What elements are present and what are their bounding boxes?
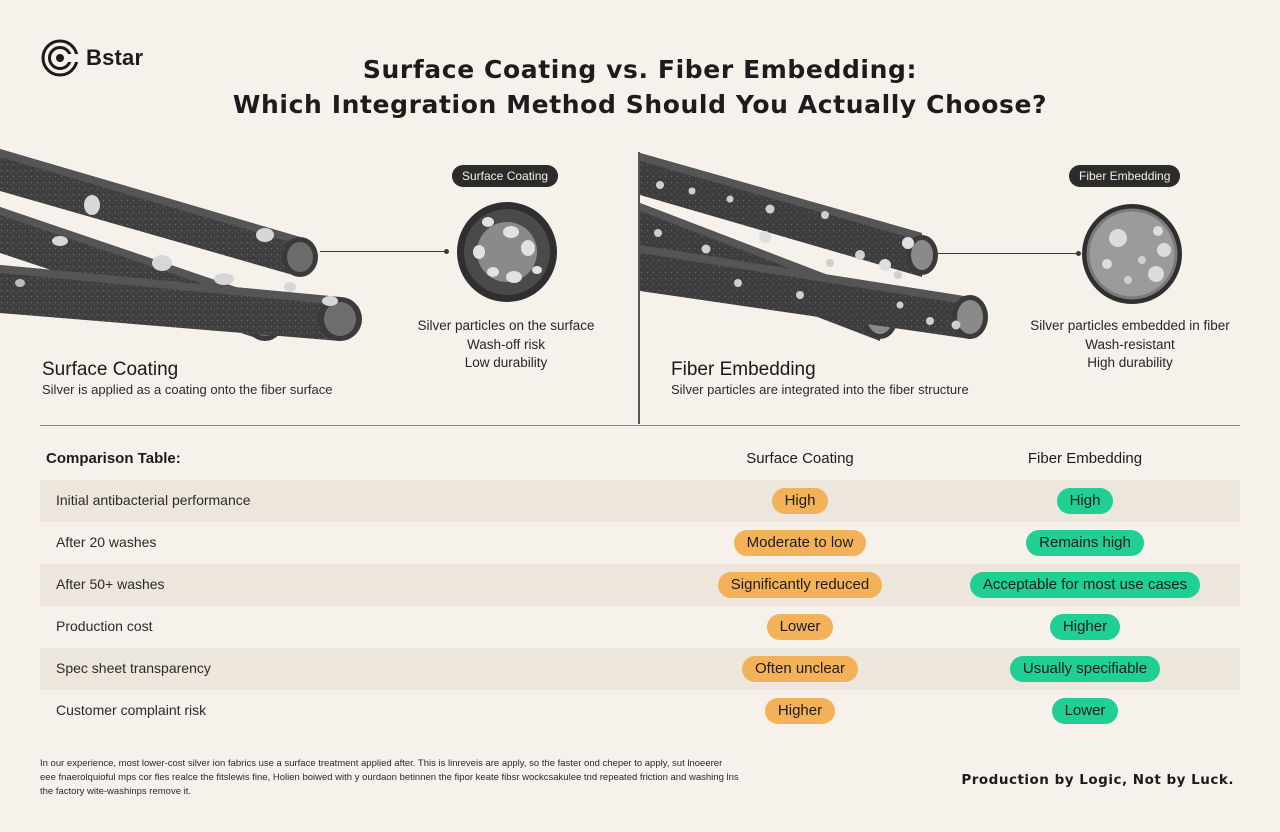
table-row: Initial antibacterial performance High H… <box>40 480 1240 522</box>
row-label: Initial antibacterial performance <box>56 492 251 508</box>
surface-coating-tag: Surface Coating <box>452 165 559 187</box>
surface-subheading: Silver is applied as a coating onto the … <box>42 382 333 397</box>
embedded-subheading: Silver particles are integrated into the… <box>671 382 969 397</box>
embedded-note-2: Wash-resistant <box>1085 336 1175 352</box>
row-label: Production cost <box>56 618 153 634</box>
column-header-embedding: Fiber Embedding <box>1027 450 1143 467</box>
surface-note-1: Silver particles on the surface <box>417 318 595 333</box>
section-divider <box>40 425 1240 426</box>
surface-notes: Silver particles on the surface Wash-off… <box>391 317 621 373</box>
comparison-table: Initial antibacterial performance High H… <box>40 480 1240 732</box>
row-label: Spec sheet transparency <box>56 660 211 676</box>
table-row: Spec sheet transparency Often unclear Us… <box>40 648 1240 690</box>
brand-logo: Bstar <box>40 38 143 78</box>
fiber-embedding-panel: Fiber Embedding Silver particles embedde… <box>640 145 1240 425</box>
embedding-value-badge: Remains high <box>1026 530 1144 556</box>
fiber-embedding-tag: Fiber Embedding <box>1069 165 1181 187</box>
row-label: After 20 washes <box>56 534 157 550</box>
surface-value-badge: High <box>771 488 829 514</box>
embedding-value-badge: High <box>1056 488 1114 514</box>
slogan: Production by Logic, Not by Luck. <box>961 772 1234 788</box>
embedding-value-badge: Usually specifiable <box>1009 656 1161 682</box>
row-label: Customer complaint risk <box>56 702 207 718</box>
page-title: Surface Coating vs. Fiber Embedding: Whi… <box>0 52 1280 122</box>
footer-note: In our experience, most lower-cost silve… <box>40 757 830 799</box>
footer-note-line-1: In our experience, most lower-cost silve… <box>40 758 723 769</box>
table-row: Customer complaint risk Higher Lower <box>40 690 1240 732</box>
column-header-surface: Surface Coating <box>746 450 854 467</box>
embedded-note-3: High durability <box>1087 355 1173 370</box>
comparison-table-title: Comparison Table: <box>46 450 181 467</box>
panel-divider-vertical <box>638 152 640 424</box>
embedded-connector-line <box>938 251 1081 256</box>
embedded-notes: Silver particles embedded in fiber Wash-… <box>1015 317 1245 373</box>
surface-note-3: Low durability <box>464 355 548 370</box>
footer-note-line-2: eee fnaerolquioful mps cor fles realce t… <box>40 772 739 783</box>
title-line-1: Surface Coating vs. Fiber Embedding: <box>362 55 918 84</box>
embedded-fibers-illustration <box>640 153 988 341</box>
footer-note-line-3: the factory wite-washinps remove it. <box>40 786 192 797</box>
row-label: After 50+ washes <box>56 576 165 592</box>
embedding-value-badge: Acceptable for most use cases <box>969 572 1201 598</box>
table-row: After 50+ washes Significantly reduced A… <box>40 564 1240 606</box>
table-row: After 20 washes Moderate to low Remains … <box>40 522 1240 564</box>
surface-heading: Surface Coating <box>42 359 179 380</box>
embedded-note-1: Silver particles embedded in fiber <box>1030 318 1230 333</box>
surface-note-2: Wash-off risk <box>466 336 545 352</box>
surface-zoom-circle <box>457 202 557 302</box>
surface-value-badge: Higher <box>764 698 836 724</box>
surface-fibers-illustration <box>0 149 362 341</box>
surface-value-badge: Often unclear <box>741 656 859 682</box>
surface-value-badge: Significantly reduced <box>717 572 883 598</box>
embedded-heading: Fiber Embedding <box>671 359 816 380</box>
embedding-value-badge: Higher <box>1049 614 1121 640</box>
surface-coating-panel: Surface Coating Silver particles on the … <box>0 145 636 425</box>
embedding-value-badge: Lower <box>1051 698 1119 724</box>
surface-value-badge: Lower <box>766 614 834 640</box>
surface-connector-line <box>320 249 449 254</box>
embedded-zoom-circle <box>1082 204 1182 304</box>
surface-value-badge: Moderate to low <box>733 530 867 556</box>
title-line-2: Which Integration Method Should You Actu… <box>232 90 1048 119</box>
bstar-logo-icon <box>41 39 79 77</box>
table-row: Production cost Lower Higher <box>40 606 1240 648</box>
brand-name: Bstar <box>86 45 144 70</box>
